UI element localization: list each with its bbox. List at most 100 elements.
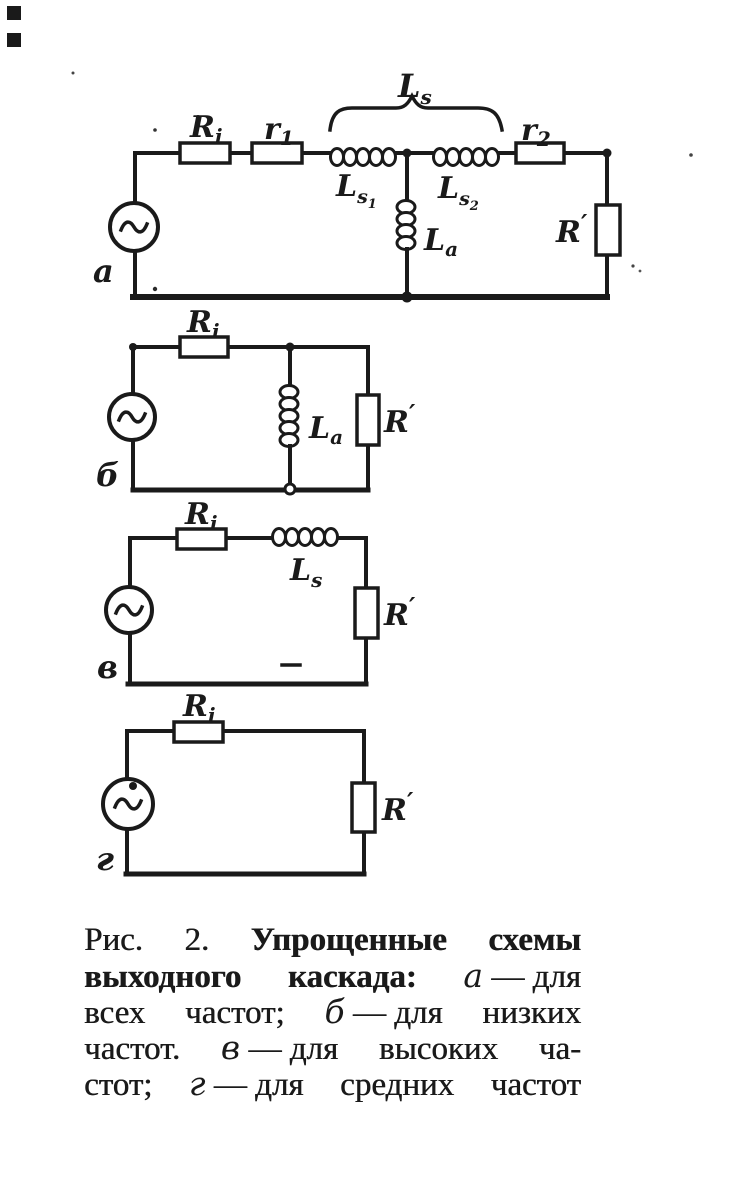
coil-loop <box>471 147 487 167</box>
coil-loop <box>445 147 461 167</box>
caption-word: а — для <box>463 956 581 996</box>
caption-circuit-letter: г <box>188 1064 206 1103</box>
scan-speck <box>71 71 75 75</box>
label-r2: r2 <box>521 113 551 151</box>
resistor-Ri-b <box>178 335 230 359</box>
coil-loop <box>355 147 371 167</box>
coil-loop <box>297 527 313 547</box>
label-Rprime-g: R′ <box>381 787 414 828</box>
label-Ri-b: Ri <box>186 305 220 343</box>
ac-source-g <box>101 777 155 831</box>
circuit-g-diagram: Ri R′ г <box>96 689 414 878</box>
wire <box>562 151 609 207</box>
label-Ri-g: Ri <box>182 689 216 727</box>
inductor-Ls1 <box>329 147 397 167</box>
caption-word-rest: — для <box>240 1031 339 1067</box>
caption-word-rest: — для <box>344 995 443 1031</box>
coil-loop <box>458 147 474 167</box>
caption-circuit-letter: б <box>324 992 345 1031</box>
wire <box>334 536 368 590</box>
caption-line: частот. в — для высоких ча- <box>84 1028 581 1068</box>
figure-2-circuits: Ri r1 Ls Ls1 Ls2 La r2 R′ а <box>7 6 693 878</box>
sine-icon <box>113 603 145 617</box>
caption-word-rest: — для <box>205 1067 304 1103</box>
scan-speck <box>196 115 200 119</box>
scan-speck <box>638 269 642 273</box>
node-open-dot <box>283 482 297 496</box>
coil-loop <box>323 527 339 547</box>
circuit-b-diagram: Ri La R′ б <box>96 305 416 496</box>
coil-loop <box>284 527 300 547</box>
caption-word: низких <box>482 995 581 1031</box>
scan-blob <box>129 782 137 790</box>
scan-speck <box>153 128 157 132</box>
coil-loop <box>310 527 326 547</box>
coil-loop <box>271 527 287 547</box>
label-Ri-v: Ri <box>184 497 218 535</box>
caption-word: всех <box>84 995 146 1031</box>
caption-line: выходного каскада: а — для <box>84 956 581 996</box>
caption-word: частот. <box>84 1031 181 1067</box>
label-La-b: La <box>308 411 343 449</box>
wire <box>221 729 366 785</box>
resistor-Ri-a <box>178 141 232 165</box>
caption-word: частот <box>490 1067 581 1103</box>
coil-loop <box>484 147 500 167</box>
node-dot <box>401 291 413 303</box>
resistor-Ri-g <box>172 720 225 744</box>
inductor-Ls-v <box>271 527 339 547</box>
label-Ls2: Ls2 <box>437 171 479 214</box>
inductor-La-a <box>395 151 417 299</box>
circuit-letter-g: г <box>96 840 114 878</box>
label-Ri-a: Ri <box>189 110 223 148</box>
brace-Ls <box>328 92 505 133</box>
node-dot <box>602 148 612 158</box>
scan-speck <box>631 264 635 268</box>
label-Rprime-a: R′ <box>555 209 588 250</box>
caption-circuit-letter: а <box>463 956 484 995</box>
caption-word: схемы <box>488 922 581 958</box>
resistor-Rprime-g <box>350 781 377 834</box>
coil-loop <box>368 147 384 167</box>
caption-word: г — для <box>188 1064 304 1104</box>
resistor-Rprime-b <box>355 393 381 447</box>
caption-word: Упрощенные <box>250 922 447 958</box>
ac-source-a <box>108 201 160 253</box>
resistor-Rprime-v <box>353 586 380 640</box>
circuit-a-diagram: Ri r1 Ls Ls1 Ls2 La r2 R′ а <box>93 67 622 303</box>
caption-word: в — для <box>220 1028 339 1068</box>
caption-word: ча- <box>538 1031 581 1067</box>
coil-loop <box>342 147 358 167</box>
caption-word-rest: — для <box>483 959 581 995</box>
sine-icon <box>118 220 150 234</box>
sine-icon <box>116 410 148 424</box>
resistor-Rprime-a <box>594 203 622 257</box>
resistor-Ri-v <box>175 527 228 551</box>
node-dot <box>129 343 137 351</box>
coil-loop <box>329 147 345 167</box>
circuit-letter-a: а <box>93 252 114 290</box>
scan-mark-square <box>7 33 21 47</box>
circuit-letter-b: б <box>96 456 119 494</box>
caption-word: выходного <box>84 959 242 995</box>
resistor-r1 <box>250 141 304 165</box>
caption-word: высоких <box>378 1031 498 1067</box>
caption-circuit-letter: в <box>220 1028 241 1067</box>
label-La-a: La <box>423 223 458 261</box>
resistor-r2 <box>514 141 566 165</box>
caption-word: частот; <box>185 995 285 1031</box>
inductor-Ls2 <box>432 147 500 167</box>
label-Ls-v: Ls <box>289 553 322 592</box>
coil-loop <box>381 147 397 167</box>
label-Ls1: Ls1 <box>335 169 377 212</box>
inductor-La-b <box>278 345 300 486</box>
ac-source-v <box>104 585 154 635</box>
scan-speck <box>689 153 693 157</box>
wire <box>226 345 370 397</box>
caption-word: каскада: <box>287 959 417 995</box>
caption-line: всех частот; б — для низких <box>84 992 581 1032</box>
scan-mark-square <box>7 6 21 20</box>
